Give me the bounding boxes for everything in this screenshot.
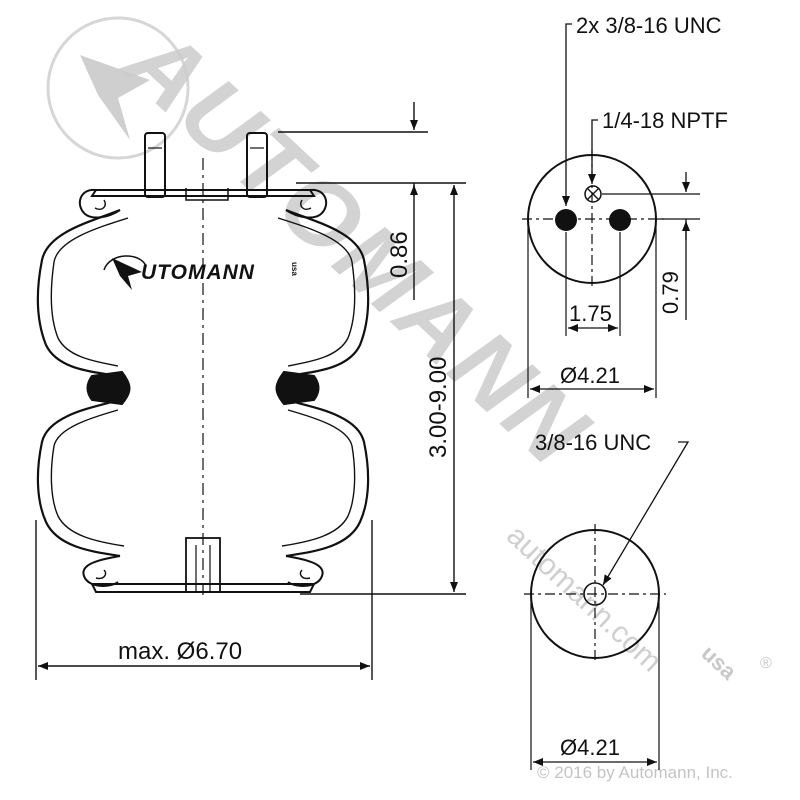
label-port-offset: 0.79 <box>658 271 683 314</box>
label-stud-spacing: 1.75 <box>569 301 612 326</box>
watermark-registered: ® <box>760 655 772 672</box>
girdle-ring-left <box>86 370 131 406</box>
logo-suffix: usa <box>290 262 299 276</box>
label-top-plate-diameter: Ø4.21 <box>560 363 620 388</box>
watermark-copyright: © 2016 by Automann, Inc. <box>537 763 733 782</box>
dimension-top-height <box>278 102 466 300</box>
leader-port <box>588 119 598 184</box>
dimension-height-range <box>300 185 466 595</box>
bottom-plate <box>90 583 316 593</box>
label-top-height: 0.86 <box>386 231 413 278</box>
stud-hole-right <box>609 209 631 231</box>
watermark-emblem <box>46 16 190 160</box>
leader-bottom-hole <box>602 441 690 586</box>
watermark-url: automann.com <box>500 519 668 678</box>
girdle-ring-right <box>275 370 320 406</box>
label-max-diameter: max. Ø6.70 <box>118 638 242 665</box>
logo-text: UTOMANN <box>141 261 255 284</box>
automann-logo: UTOMANN usa <box>103 255 299 290</box>
bottom-bead-roll-left <box>82 555 121 587</box>
label-bottom-hole: 3/8-16 UNC <box>535 430 651 455</box>
air-spring-side-view <box>36 132 370 596</box>
label-height-range: 3.00-9.00 <box>425 357 452 458</box>
logo-emblem-icon <box>112 258 142 290</box>
bottom-plate-view <box>524 441 690 770</box>
lower-bellow <box>36 400 370 558</box>
top-plate-view <box>522 23 700 398</box>
label-port: 1/4-18 NPTF <box>602 108 728 133</box>
label-bottom-plate-diameter: Ø4.21 <box>560 735 620 760</box>
dimension-max-diameter <box>35 520 373 680</box>
watermark-emblem-arrow <box>80 55 150 140</box>
leader-top-holes <box>562 23 572 206</box>
top-bead-plate <box>90 189 316 197</box>
label-top-holes: 2x 3/8-16 UNC <box>576 13 722 38</box>
watermark-emblem-suffix: usa <box>697 640 742 685</box>
air-port-icon <box>584 185 602 203</box>
stud-hole-left <box>555 209 577 231</box>
